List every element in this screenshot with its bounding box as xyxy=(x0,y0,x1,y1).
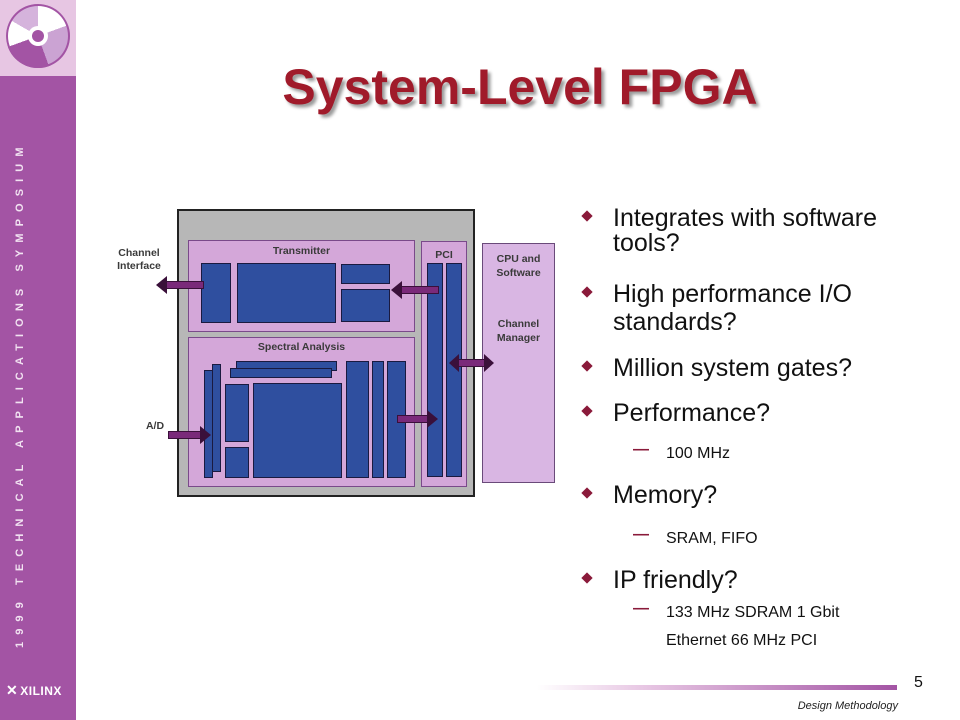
slide-title: System-Level FPGA xyxy=(282,59,758,115)
transmitter-block xyxy=(237,263,336,323)
transmitter-block xyxy=(341,289,390,322)
spectral-block xyxy=(212,364,221,472)
sidebar-banner-text: 1999 TECHNICAL APPLICATIONS SYMPOSIUM xyxy=(14,140,26,648)
dash-bullet-icon: — xyxy=(633,526,649,543)
spectral-block xyxy=(225,384,249,442)
bullet-text-cont: standards? xyxy=(613,308,737,336)
xilinx-brand-text: XILINX xyxy=(20,684,62,698)
bullet-text: Memory? xyxy=(613,481,718,509)
spectral-block xyxy=(225,447,249,478)
bullet-text: Integrates with software xyxy=(613,204,878,232)
spectral-block xyxy=(253,383,342,478)
pci-label: PCI xyxy=(435,249,453,261)
xilinx-logo: ✕XILINX xyxy=(6,682,62,699)
page-number: 5 xyxy=(914,674,923,691)
transmitter-block xyxy=(201,263,231,323)
spectral-block xyxy=(372,361,384,478)
transmitter-block xyxy=(341,264,390,284)
footer-divider xyxy=(537,685,897,690)
channel-interface-arrow xyxy=(156,276,204,294)
dash-bullet-icon: — xyxy=(633,441,649,458)
channel-interface-line2: Interface xyxy=(117,260,161,272)
dash-bullet-icon: — xyxy=(633,600,649,617)
sub-bullet-text: SRAM, FIFO xyxy=(666,530,758,547)
sub-bullet-text-cont: Ethernet 66 MHz PCI xyxy=(666,632,818,649)
cpu-software-panel: CPU and Software Channel Manager xyxy=(482,243,555,483)
pci-block xyxy=(427,263,443,477)
channel-interface-line1: Channel xyxy=(118,247,160,259)
diamond-bullet-icon xyxy=(581,210,593,222)
bullet-text: IP friendly? xyxy=(613,566,738,594)
ad-arrow xyxy=(168,426,211,444)
bullet-text: Performance? xyxy=(613,399,771,427)
diamond-bullet-icon xyxy=(581,405,593,417)
bullet-text: Million system gates? xyxy=(613,354,852,382)
channel-interface-label: Channel Interface xyxy=(104,247,174,273)
sidebar xyxy=(0,0,76,720)
bullet-text: High performance I/O xyxy=(613,280,852,308)
transmitter-label: Transmitter xyxy=(272,245,331,257)
cd-disc-icon xyxy=(6,4,70,68)
spectral-block xyxy=(346,361,369,478)
channel-manager-line1: Channel xyxy=(497,318,540,330)
diamond-bullet-icon xyxy=(581,572,593,584)
diamond-bullet-icon xyxy=(581,360,593,372)
footer-text: Design Methodology xyxy=(797,700,898,712)
sub-bullet-text: 100 MHz xyxy=(666,445,731,462)
diamond-bullet-icon xyxy=(581,487,593,499)
bullet-text-cont: tools? xyxy=(613,229,680,257)
spectral-pci-arrow xyxy=(397,410,438,428)
symposium-logo xyxy=(0,0,76,76)
cpu-label-line1: CPU and xyxy=(496,253,541,265)
cpu-label-line2: Software xyxy=(496,267,541,279)
spectral-analysis-label: Spectral Analysis xyxy=(257,341,346,353)
xilinx-mark-icon: ✕ xyxy=(6,682,19,698)
diamond-bullet-icon xyxy=(581,286,593,298)
sidebar-banner: 1999 TECHNICAL APPLICATIONS SYMPOSIUM xyxy=(12,88,32,648)
pci-cpu-arrow xyxy=(449,354,494,372)
pci-transmitter-arrow xyxy=(391,281,439,299)
sub-bullet-text: 133 MHz SDRAM 1 Gbit xyxy=(666,604,840,621)
channel-manager-line2: Manager xyxy=(496,332,541,344)
ad-label: A/D xyxy=(145,420,165,432)
spectral-block xyxy=(230,368,332,378)
